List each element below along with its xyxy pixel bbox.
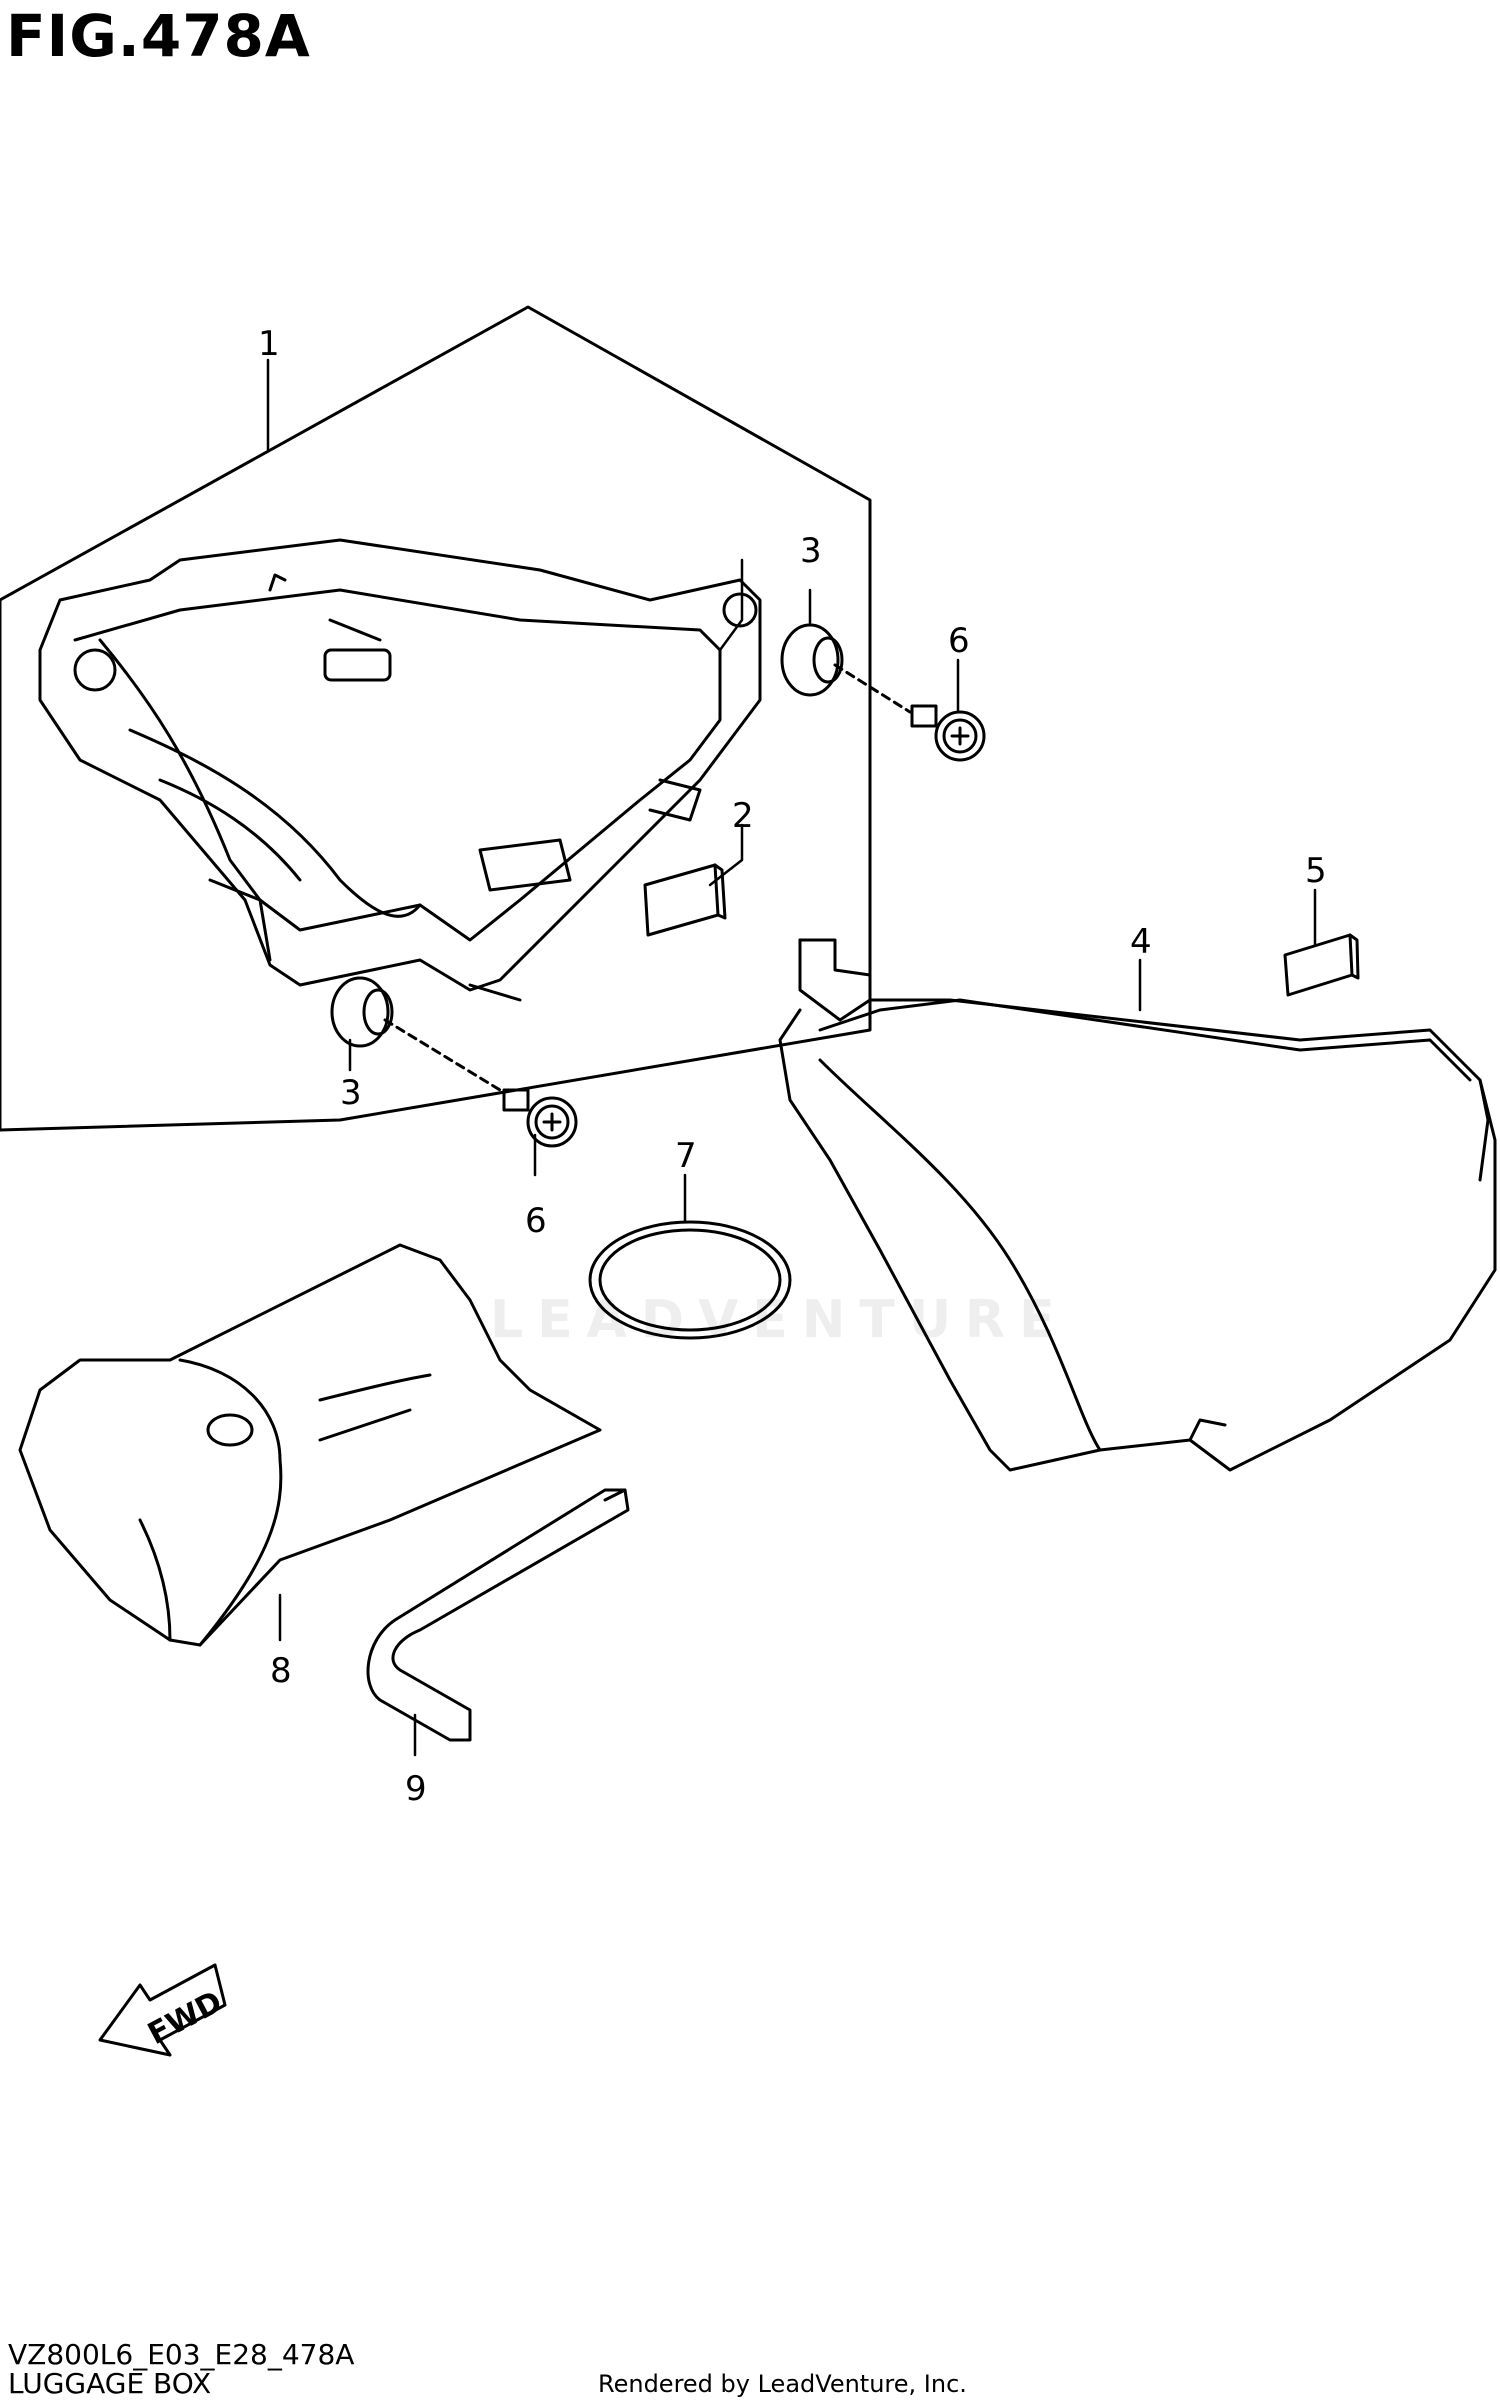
figure-title: FIG.478A bbox=[6, 2, 311, 70]
part-2-pad bbox=[643, 863, 727, 937]
part-6-screw-upper bbox=[833, 663, 986, 762]
figure-caption: LUGGAGE BOX bbox=[8, 2367, 212, 2400]
part-9-hex-wrench bbox=[366, 1488, 630, 1742]
callout-6-lower: 6 bbox=[525, 1201, 547, 1241]
part-4-luggage-box-cover bbox=[778, 938, 1497, 1472]
part-6-screw-lower bbox=[383, 1018, 578, 1148]
callout-1: 1 bbox=[258, 324, 280, 364]
rendered-by-credit: Rendered by LeadVenture, Inc. bbox=[598, 2370, 967, 2398]
fwd-arrow-label: FWD bbox=[142, 1984, 228, 2052]
callout-5: 5 bbox=[1305, 851, 1327, 891]
callout-6-upper: 6 bbox=[948, 621, 970, 661]
fwd-arrow: FWD bbox=[98, 1963, 228, 2057]
callout-4: 4 bbox=[1130, 922, 1152, 962]
callout-8: 8 bbox=[270, 1651, 292, 1691]
callout-9: 9 bbox=[405, 1769, 427, 1809]
part-5-pad bbox=[1283, 933, 1360, 997]
part-1-luggage-box-frame bbox=[38, 538, 762, 1002]
part-3-grommet-upper bbox=[780, 623, 844, 697]
part-3-grommet-lower bbox=[330, 976, 394, 1048]
leader-lines bbox=[266, 358, 1317, 1757]
callout-7: 7 bbox=[675, 1136, 697, 1176]
assembly-1-outline bbox=[0, 305, 872, 1132]
callout-2: 2 bbox=[732, 796, 754, 836]
part-7-seal-ring bbox=[588, 1220, 792, 1340]
callout-3-upper: 3 bbox=[800, 531, 822, 571]
callout-3-lower: 3 bbox=[340, 1073, 362, 1113]
part-8-cover bbox=[18, 1243, 602, 1647]
figure-code: VZ800L6_E03_E28_478A bbox=[8, 2338, 355, 2371]
